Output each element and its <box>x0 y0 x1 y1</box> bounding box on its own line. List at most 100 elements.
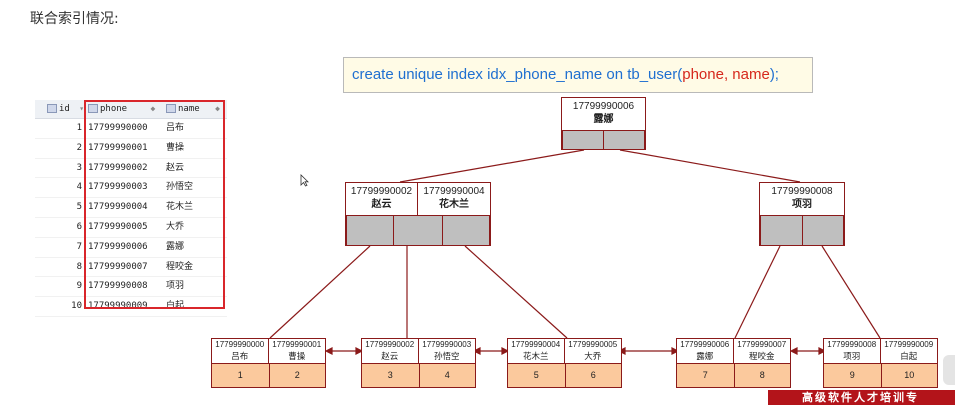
leaf-row-value: 7 <box>676 363 735 388</box>
mouse-cursor <box>300 172 309 191</box>
column-id[interactable]: id ▾ <box>47 100 84 118</box>
cell-phone[interactable]: 17799990006 <box>88 241 148 252</box>
internal-pointer <box>346 215 394 246</box>
cell-id[interactable]: 10 <box>71 301 82 312</box>
table-row[interactable]: 10 17799990009 白起 <box>35 297 227 317</box>
internal-pointer <box>442 215 490 246</box>
leaf-key: 17799990008 项羽 <box>824 339 881 363</box>
arrow-right <box>501 347 510 355</box>
cell-name[interactable]: 曹操 <box>166 142 185 153</box>
header-label-phone: phone <box>100 104 128 114</box>
cell-id[interactable]: 9 <box>76 281 82 292</box>
tree-root-node: 17799990006 露娜 <box>561 97 646 150</box>
tree-internal-node-right: 17799990008 项羽 <box>759 182 845 246</box>
cell-id[interactable]: 1 <box>76 123 82 133</box>
key-name: 孙悟空 <box>433 351 460 361</box>
cell-id[interactable]: 8 <box>76 261 82 272</box>
cell-phone[interactable]: 17799990001 <box>88 142 148 153</box>
cell-phone[interactable]: 17799990009 <box>88 301 148 312</box>
cell-name[interactable]: 吕布 <box>166 123 185 133</box>
cell-name[interactable]: 花木兰 <box>166 202 194 213</box>
cell-phone[interactable]: 17799990008 <box>88 281 148 292</box>
root-pointer <box>562 130 604 150</box>
arrow-right <box>818 347 827 355</box>
root-pointer <box>603 130 645 150</box>
cell-id[interactable]: 7 <box>76 241 82 252</box>
table-row[interactable]: 7 17799990006 露娜 <box>35 238 227 258</box>
table-row[interactable]: 2 17799990001 曹操 <box>35 139 227 159</box>
cell-phone[interactable]: 17799990002 <box>88 162 148 173</box>
cell-phone[interactable]: 17799990005 <box>88 221 148 232</box>
arrow-left <box>324 347 333 355</box>
page-heading: 联合索引情况: <box>30 11 119 27</box>
cell-name[interactable]: 白起 <box>166 301 185 312</box>
key-name: 赵云 <box>381 351 399 361</box>
leaf-row-value: 1 <box>211 363 270 388</box>
key-phone: 17799990005 <box>568 340 618 349</box>
header-label-id: id <box>59 104 70 114</box>
column-icon <box>166 104 176 113</box>
internal-pointer <box>393 215 443 246</box>
sql-part-3: ); <box>769 66 779 83</box>
cell-name[interactable]: 孙悟空 <box>166 182 194 193</box>
table-row[interactable]: 6 17799990005 大乔 <box>35 218 227 238</box>
table-row[interactable]: 5 17799990004 花木兰 <box>35 198 227 218</box>
user-table: id ▾ phone ◆ name ◆ 1 17799990000 吕布 2 17799… <box>35 100 227 317</box>
table-row[interactable]: 3 17799990002 赵云 <box>35 159 227 179</box>
table-body: 1 17799990000 吕布 2 17799990001 曹操 3 17799990002… <box>35 119 227 317</box>
table-row[interactable]: 4 17799990003 孙悟空 <box>35 178 227 199</box>
cell-phone[interactable]: 17799990007 <box>88 261 148 272</box>
cell-phone[interactable]: 17799990000 <box>88 123 148 133</box>
sql-part-1: create unique index idx_phone_name on tb… <box>352 66 683 83</box>
column-phone[interactable]: phone ◆ <box>88 100 155 118</box>
cell-name[interactable]: 露娜 <box>166 241 185 252</box>
key-phone: 17799990009 <box>884 340 934 349</box>
leaf-row-value: 4 <box>418 363 476 388</box>
cell-name[interactable]: 大乔 <box>166 221 185 232</box>
key-phone: 17799990004 <box>511 340 561 349</box>
key-phone: 17799990004 <box>423 186 485 197</box>
table-row[interactable]: 8 17799990007 程咬金 <box>35 258 227 278</box>
cell-id[interactable]: 6 <box>76 221 82 232</box>
arrow-right <box>671 347 680 355</box>
key-phone: 17799990008 <box>827 340 877 349</box>
internal-key: 17799990002 赵云 <box>346 183 418 215</box>
table-row[interactable]: 1 17799990000 吕布 <box>35 119 227 139</box>
sort-icon: ◆ <box>150 104 156 113</box>
leaf-row-value: 8 <box>733 363 791 388</box>
side-scroll-button[interactable] <box>943 355 955 385</box>
key-name: 项羽 <box>843 351 861 361</box>
cell-id[interactable]: 5 <box>76 202 82 213</box>
column-name[interactable]: name ◆ <box>166 100 220 118</box>
cell-id[interactable]: 2 <box>76 142 82 153</box>
cell-id[interactable]: 3 <box>76 162 82 173</box>
key-name: 露娜 <box>696 351 714 361</box>
cell-name[interactable]: 项羽 <box>166 281 185 292</box>
link-root-right <box>619 149 801 183</box>
cell-phone[interactable]: 17799990004 <box>88 202 148 213</box>
cell-name[interactable]: 程咬金 <box>166 261 194 272</box>
key-name: 吕布 <box>231 351 249 361</box>
key-name: 项羽 <box>792 199 812 210</box>
table-row[interactable]: 9 17799990008 项羽 <box>35 277 227 298</box>
cell-name[interactable]: 赵云 <box>166 162 185 173</box>
key-phone: 17799990003 <box>422 340 472 349</box>
key-column-icon <box>47 104 57 113</box>
column-icon <box>88 104 98 113</box>
cell-id[interactable]: 4 <box>76 182 82 193</box>
internal-pointer <box>802 215 844 246</box>
watermark-banner: 高级软件人才培训专 <box>768 390 955 405</box>
key-name: 露娜 <box>593 114 614 125</box>
cell-phone[interactable]: 17799990003 <box>88 182 148 193</box>
internal-key: 17799990004 花木兰 <box>418 183 490 215</box>
link-root-left <box>399 149 585 183</box>
